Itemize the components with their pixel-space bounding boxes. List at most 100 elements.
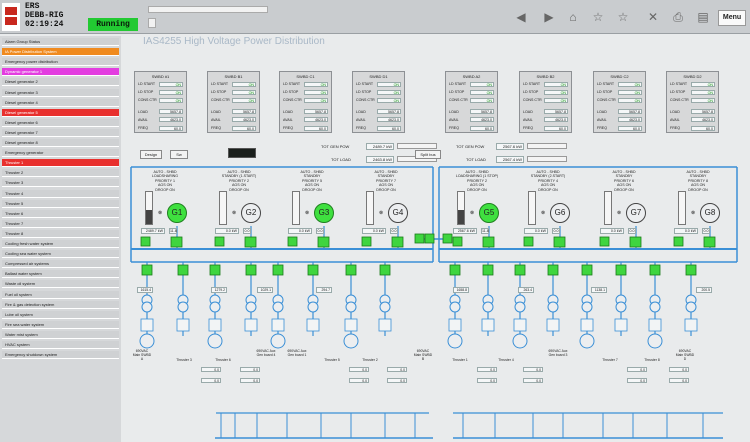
swbd-row-label: AVAIL <box>523 117 533 122</box>
swbd-row-label: LD START <box>211 82 229 86</box>
sidebar-item[interactable]: Thruster 8 <box>2 229 119 238</box>
sidebar-item[interactable]: Dynamic generator 1 <box>2 68 119 77</box>
swbd-title: SWBD B1 <box>224 74 243 79</box>
sidebar-item[interactable]: Diesel generator 7 <box>2 128 119 137</box>
alarm-line-1[interactable] <box>148 6 268 13</box>
swbd-title: SWBD C2 <box>610 74 629 79</box>
sw-button[interactable]: Sw <box>170 150 188 159</box>
swbd-row-label: LOAD <box>211 109 221 114</box>
sidebar-item[interactable]: Lube oil system <box>2 310 119 319</box>
generator-g3[interactable]: G3 <box>314 203 334 223</box>
generator-status-line: STANDBY <box>689 174 707 179</box>
swbd-value: 5657.8 <box>470 109 494 115</box>
sidebar-item[interactable]: Waste oil system <box>2 280 119 289</box>
book-icon[interactable]: ▤ <box>697 10 709 24</box>
generator-kw-value: 0.0 kW <box>362 228 386 234</box>
generator-load-bar <box>604 191 612 225</box>
forward-icon[interactable]: ▶ <box>544 10 554 24</box>
generator-load-bar <box>145 191 153 225</box>
sidebar-item[interactable]: Thruster 6 <box>2 209 119 218</box>
header-ship-line: ERS <box>25 2 40 11</box>
star-icon[interactable]: ☆ <box>592 10 604 24</box>
sidebar-item[interactable]: Ballast water system <box>2 270 119 279</box>
sidebar-item[interactable]: Thruster 7 <box>2 219 119 228</box>
swbd-value: ON <box>470 81 494 87</box>
print-icon[interactable]: ⎙ <box>673 10 683 24</box>
split-bus-button[interactable]: Split bus <box>415 150 441 159</box>
sidebar-item[interactable]: Emergency power distribution <box>2 58 119 67</box>
sidebar-item[interactable]: Cooling sea water system <box>2 250 119 259</box>
design-button[interactable]: Design <box>140 150 162 159</box>
feeder-power-value: 263.4 <box>518 287 534 293</box>
generator-g7[interactable]: G7 <box>626 203 646 223</box>
generator-status-line: PRIORITY 8 <box>688 178 708 183</box>
thruster-value-2: 0.0 <box>627 378 647 383</box>
sidebar-item[interactable]: Alarm Group Status <box>2 38 119 46</box>
generator-status-line: STANDBY <box>615 174 633 179</box>
generator-breaker-symbol: ⊗ <box>305 210 310 216</box>
frequency-converter <box>614 318 628 332</box>
feeder-breaker <box>649 264 661 276</box>
sidebar-item[interactable]: Thruster 2 <box>2 169 119 178</box>
transformer-winding <box>547 301 559 313</box>
generator-g2[interactable]: G2 <box>241 203 261 223</box>
favourite-icon[interactable]: ☆ <box>617 10 629 24</box>
generator-percent-value: 11.8 <box>169 228 177 234</box>
generator-g5[interactable]: G5 <box>479 203 499 223</box>
sidebar-item[interactable]: Diesel generator 8 <box>2 139 119 147</box>
feeder-breaker <box>581 264 593 276</box>
transformer-winding <box>209 301 221 313</box>
sidebar-item[interactable]: Diesel generator 2 <box>2 78 119 87</box>
menu-button[interactable]: Menu <box>718 10 746 26</box>
swbd-value: 60.0 <box>470 125 494 131</box>
home-icon[interactable]: ⌂ <box>569 10 577 24</box>
swbd-row-label: CONS CTR <box>597 98 616 103</box>
sidebar-item[interactable]: Diesel generator 4 <box>2 98 119 107</box>
sidebar-item[interactable]: Thruster 5 <box>2 199 119 208</box>
generator-breaker <box>703 236 716 248</box>
swbd-row-label: CONS CTR <box>283 98 302 103</box>
sidebar-item[interactable]: Fuel oil system <box>2 290 119 299</box>
generator-breaker <box>244 236 257 248</box>
back-icon[interactable]: ◀ <box>516 10 526 24</box>
swbd-value: ON <box>159 89 183 95</box>
generator-breaker-symbol: ⊗ <box>232 210 237 216</box>
generator-percent-value: 0.0 <box>628 228 636 234</box>
generator-g6[interactable]: G6 <box>550 203 570 223</box>
sidebar-item[interactable]: Fire & gas detection system <box>2 300 119 309</box>
sidebar-item[interactable]: Diesel generator 6 <box>2 118 119 127</box>
sidebar-item[interactable]: Thruster 3 <box>2 179 119 188</box>
sidebar-item[interactable]: Emergency generator <box>2 149 119 158</box>
swbd-value: ON <box>159 81 183 87</box>
sidebar-item[interactable]: Compressed air systems <box>2 260 119 269</box>
sidebar-item[interactable]: Cooling fresh water system <box>2 240 119 248</box>
swbd-row-label: AVAIL <box>356 117 366 122</box>
generator-percent-value: 0.0 <box>243 228 251 234</box>
swbd-value: 5657.8 <box>618 109 642 115</box>
sidebar-item[interactable]: IA Power Distribution System <box>2 48 119 57</box>
thruster-value-1: 0.0 <box>627 367 647 372</box>
generator-status-line: AUTO - SHBD <box>612 170 636 174</box>
generator-g8[interactable]: G8 <box>700 203 720 223</box>
company-logo <box>2 3 20 31</box>
sidebar-item[interactable]: Thruster 1 <box>2 159 119 168</box>
thruster-value-2: 0.0 <box>240 378 260 383</box>
thruster-label: Thruster 4 <box>498 358 514 362</box>
swbd-row-label: FREQ <box>449 126 459 130</box>
sidebar-item[interactable]: Diesel generator 3 <box>2 88 119 97</box>
sidebar-item[interactable]: Diesel generator 5 <box>2 108 119 117</box>
generator-g1[interactable]: G1 <box>167 203 187 223</box>
sidebar-item[interactable]: Water mist system <box>2 330 119 339</box>
left-gen-pow-value: 2489.7 kW <box>366 143 394 150</box>
sidebar-item[interactable]: HVAC system <box>2 341 119 349</box>
sidebar-item[interactable]: Emergency shutdown system <box>2 351 119 360</box>
generator-g4[interactable]: G4 <box>388 203 408 223</box>
swbd-row-label: CONS CTR <box>138 98 157 103</box>
alarm-line-toggle[interactable] <box>148 18 156 28</box>
close-alarm-icon[interactable]: ✕ <box>647 10 659 24</box>
sidebar-item[interactable]: Thruster 4 <box>2 189 119 198</box>
frequency-converter <box>378 318 392 332</box>
generator-breaker <box>391 236 404 248</box>
sidebar-item[interactable]: Fire sea water system <box>2 320 119 329</box>
